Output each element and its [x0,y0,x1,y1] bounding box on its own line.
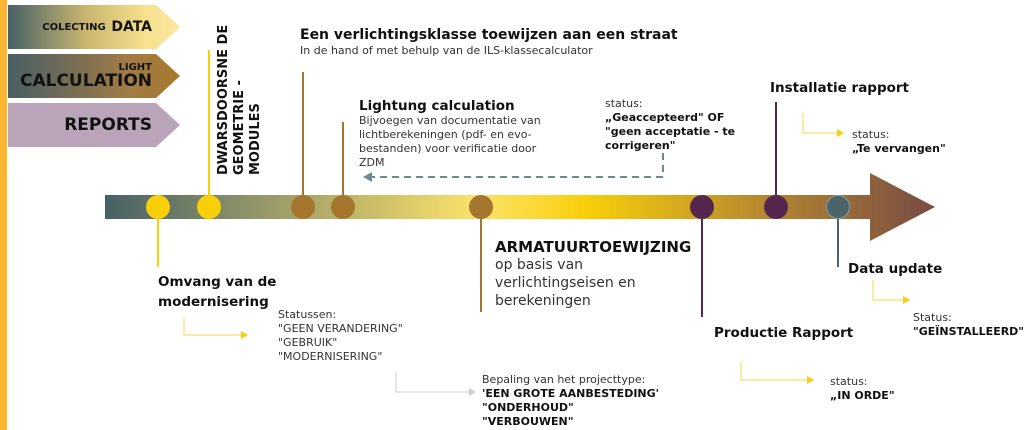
projecttype-label: Bepaling van het projecttype: [482,373,646,386]
data-status: "GEÏNSTALLEERD" [913,325,1024,338]
projecttype-3: "VERBOUWEN" [482,415,574,428]
legend-label-big: DATA [111,19,152,35]
lightcalc-body: Bijvoegen van documentatie van lichtbere… [359,114,541,169]
productie-title: Productie Rapport [714,325,854,341]
dwars-label: DWARSDOORSNE DE GEOMETRIE - MODULES [216,24,263,175]
omvang-status-label: Statussen: [278,308,337,321]
install-status: „Te vervangen" [852,142,946,155]
omvang-status-2: "GEBRUIK" [278,336,338,349]
stem [837,207,839,267]
install-status-label: status: [852,128,890,141]
productie-status-label: status: [830,375,868,388]
milestone-dot [197,195,221,219]
legend-reports: REPORTS [8,103,180,147]
stem [480,207,482,312]
milestone-dot [469,195,493,219]
milestone-dot [826,195,850,219]
projecttype-2: "ONDERHOUD" [482,401,574,414]
legend-label-small: COLECTING [42,21,106,33]
armatuur-title: ARMATUURTOEWIJZING [495,238,692,256]
klasse-subtitle: In de hand of met behulp van de ILS-klas… [300,44,593,57]
install-title: Installatie rapport [770,80,910,96]
stem [701,207,703,317]
data-status-label: Status: [913,311,952,324]
stem [208,50,210,207]
armatuur-body: op basis van verlichtingseisen en bereke… [495,257,636,309]
data-update-title: Data update [848,261,943,277]
review-status-label: status: [605,97,643,110]
milestone-dot [146,195,170,219]
milestone-dot [764,195,788,219]
omvang-status-1: "GEEN VERANDERING" [278,322,403,335]
klasse-title: Een verlichtingsklasse toewijzen aan een… [300,27,678,43]
lightcalc-title: Lightung calculation [359,98,515,114]
legend-label-big: CALCULATION [19,70,152,91]
milestone-dot [690,195,714,219]
review-status: „Geaccepteerd" OF "geen acceptatie - te … [605,111,736,152]
stem [157,207,159,267]
omvang-title: Omvang van de modernisering [158,274,277,310]
milestone-dot [291,195,315,219]
stem [302,72,304,207]
legend-label-small: LIGHT [118,61,153,73]
stem [775,102,777,207]
accent-strip [0,0,7,430]
projecttype-1: 'EEN GROTE AANBESTEDING' [482,387,660,400]
stem [342,122,344,207]
legend-label: REPORTS [64,115,152,135]
omvang-status-3: "MODERNISERING" [278,350,383,363]
productie-status: „IN ORDE" [830,389,895,402]
milestone-dot [331,195,355,219]
legend-collecting-data: COLECTING DATA [8,5,180,49]
